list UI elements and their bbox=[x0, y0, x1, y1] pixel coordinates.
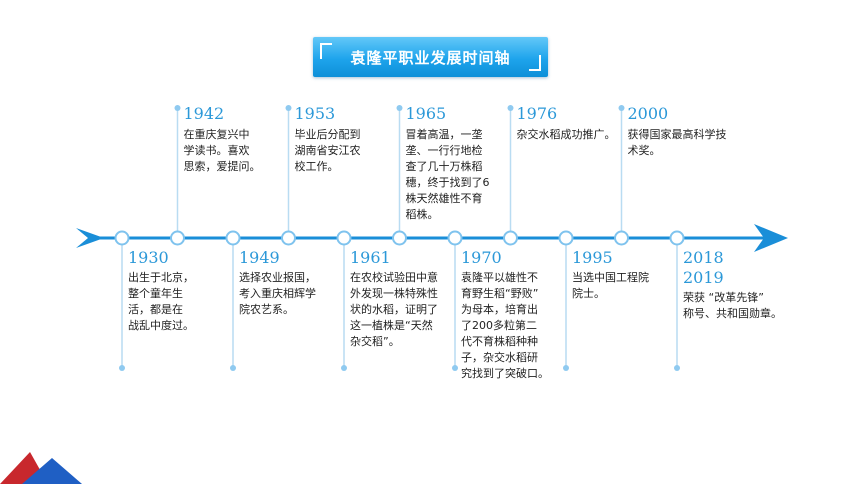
connector-dot-2018 bbox=[674, 365, 680, 371]
event-description-1976: 杂交水稻成功推广。 bbox=[516, 128, 616, 141]
title-banner: 袁隆平职业发展时间轴 bbox=[313, 37, 548, 77]
connector-dot-1961 bbox=[341, 365, 347, 371]
connector-dot-2000 bbox=[618, 105, 625, 111]
event-year-1961: 1961 bbox=[350, 248, 391, 267]
timeline-node-1995 bbox=[558, 230, 574, 246]
timeline-node-1961 bbox=[336, 230, 352, 246]
connector-dot-1976 bbox=[507, 105, 514, 111]
timeline-node-1942 bbox=[170, 230, 185, 246]
timeline-node-1953 bbox=[281, 230, 296, 246]
event-year-1995: 1995 bbox=[572, 248, 613, 267]
event-year-1942: 1942 bbox=[183, 104, 225, 123]
event-description-1965: 冒着高温，一垄 垄、一行行地检 查了几十万株稻 穗，终于找到了6 株天然雄性不育… bbox=[405, 128, 490, 221]
event-year-1965: 1965 bbox=[405, 104, 447, 123]
timeline-node-2000 bbox=[614, 230, 629, 246]
event-year-2018: 2018 2019 bbox=[683, 248, 724, 287]
event-year-1930: 1930 bbox=[128, 248, 169, 267]
event-description-1949: 选择农业报国， 考入重庆相辉学 院农艺系。 bbox=[239, 271, 316, 316]
event-year-1949: 1949 bbox=[239, 248, 280, 267]
event-description-1995: 当选中国工程院 院士。 bbox=[572, 271, 649, 300]
event-description-1942: 在重庆复兴中 学读书。喜欢 思索，爱提问。 bbox=[183, 128, 261, 173]
timeline-node-1930 bbox=[114, 230, 130, 246]
connector-dot-1953 bbox=[285, 105, 292, 111]
event-year-1953: 1953 bbox=[294, 104, 336, 123]
timeline-node-1976 bbox=[503, 230, 518, 246]
axis-arrowhead bbox=[754, 224, 788, 252]
event-description-1930: 出生于北京， 整个童年生 活，都是在 战乱中度过。 bbox=[128, 271, 194, 332]
axis-tail bbox=[76, 228, 104, 248]
timeline-node-1965 bbox=[392, 230, 407, 246]
timeline-node-1949 bbox=[225, 230, 241, 246]
connector-dot-1949 bbox=[230, 365, 236, 371]
timeline-node-2018 bbox=[669, 230, 685, 246]
event-description-1961: 在农校试验田中意 外发现一株特殊性 状的水稻，证明了 这一植株是“天然 杂交稻”… bbox=[350, 271, 438, 348]
page-title: 袁隆平职业发展时间轴 bbox=[350, 49, 511, 67]
connector-dot-1930 bbox=[119, 365, 125, 371]
timeline-node-1970 bbox=[447, 230, 463, 246]
event-description-1953: 毕业后分配到 湖南省安江农 校工作。 bbox=[294, 128, 361, 173]
event-year-1970: 1970 bbox=[461, 248, 502, 267]
connector-dot-1970 bbox=[452, 365, 458, 371]
event-year-1976: 1976 bbox=[516, 104, 558, 123]
event-description-2000: 获得国家最高科学技 术奖。 bbox=[627, 128, 727, 157]
connector-dot-1942 bbox=[174, 105, 181, 111]
event-description-1970: 袁隆平以雄性不 育野生稻“野败” 为母本，培育出 了200多粒第二 代不育株稻种… bbox=[461, 271, 549, 380]
corner-blue-triangle bbox=[22, 458, 82, 484]
bracket-top-left bbox=[320, 43, 332, 59]
event-year-2000: 2000 bbox=[627, 104, 669, 123]
connector-dot-1965 bbox=[396, 105, 403, 111]
bracket-bottom-right bbox=[529, 55, 541, 71]
event-description-2018: 荣获 “改革先锋” 称号、共和国勋章。 bbox=[683, 291, 782, 320]
connector-dot-1995 bbox=[563, 365, 569, 371]
